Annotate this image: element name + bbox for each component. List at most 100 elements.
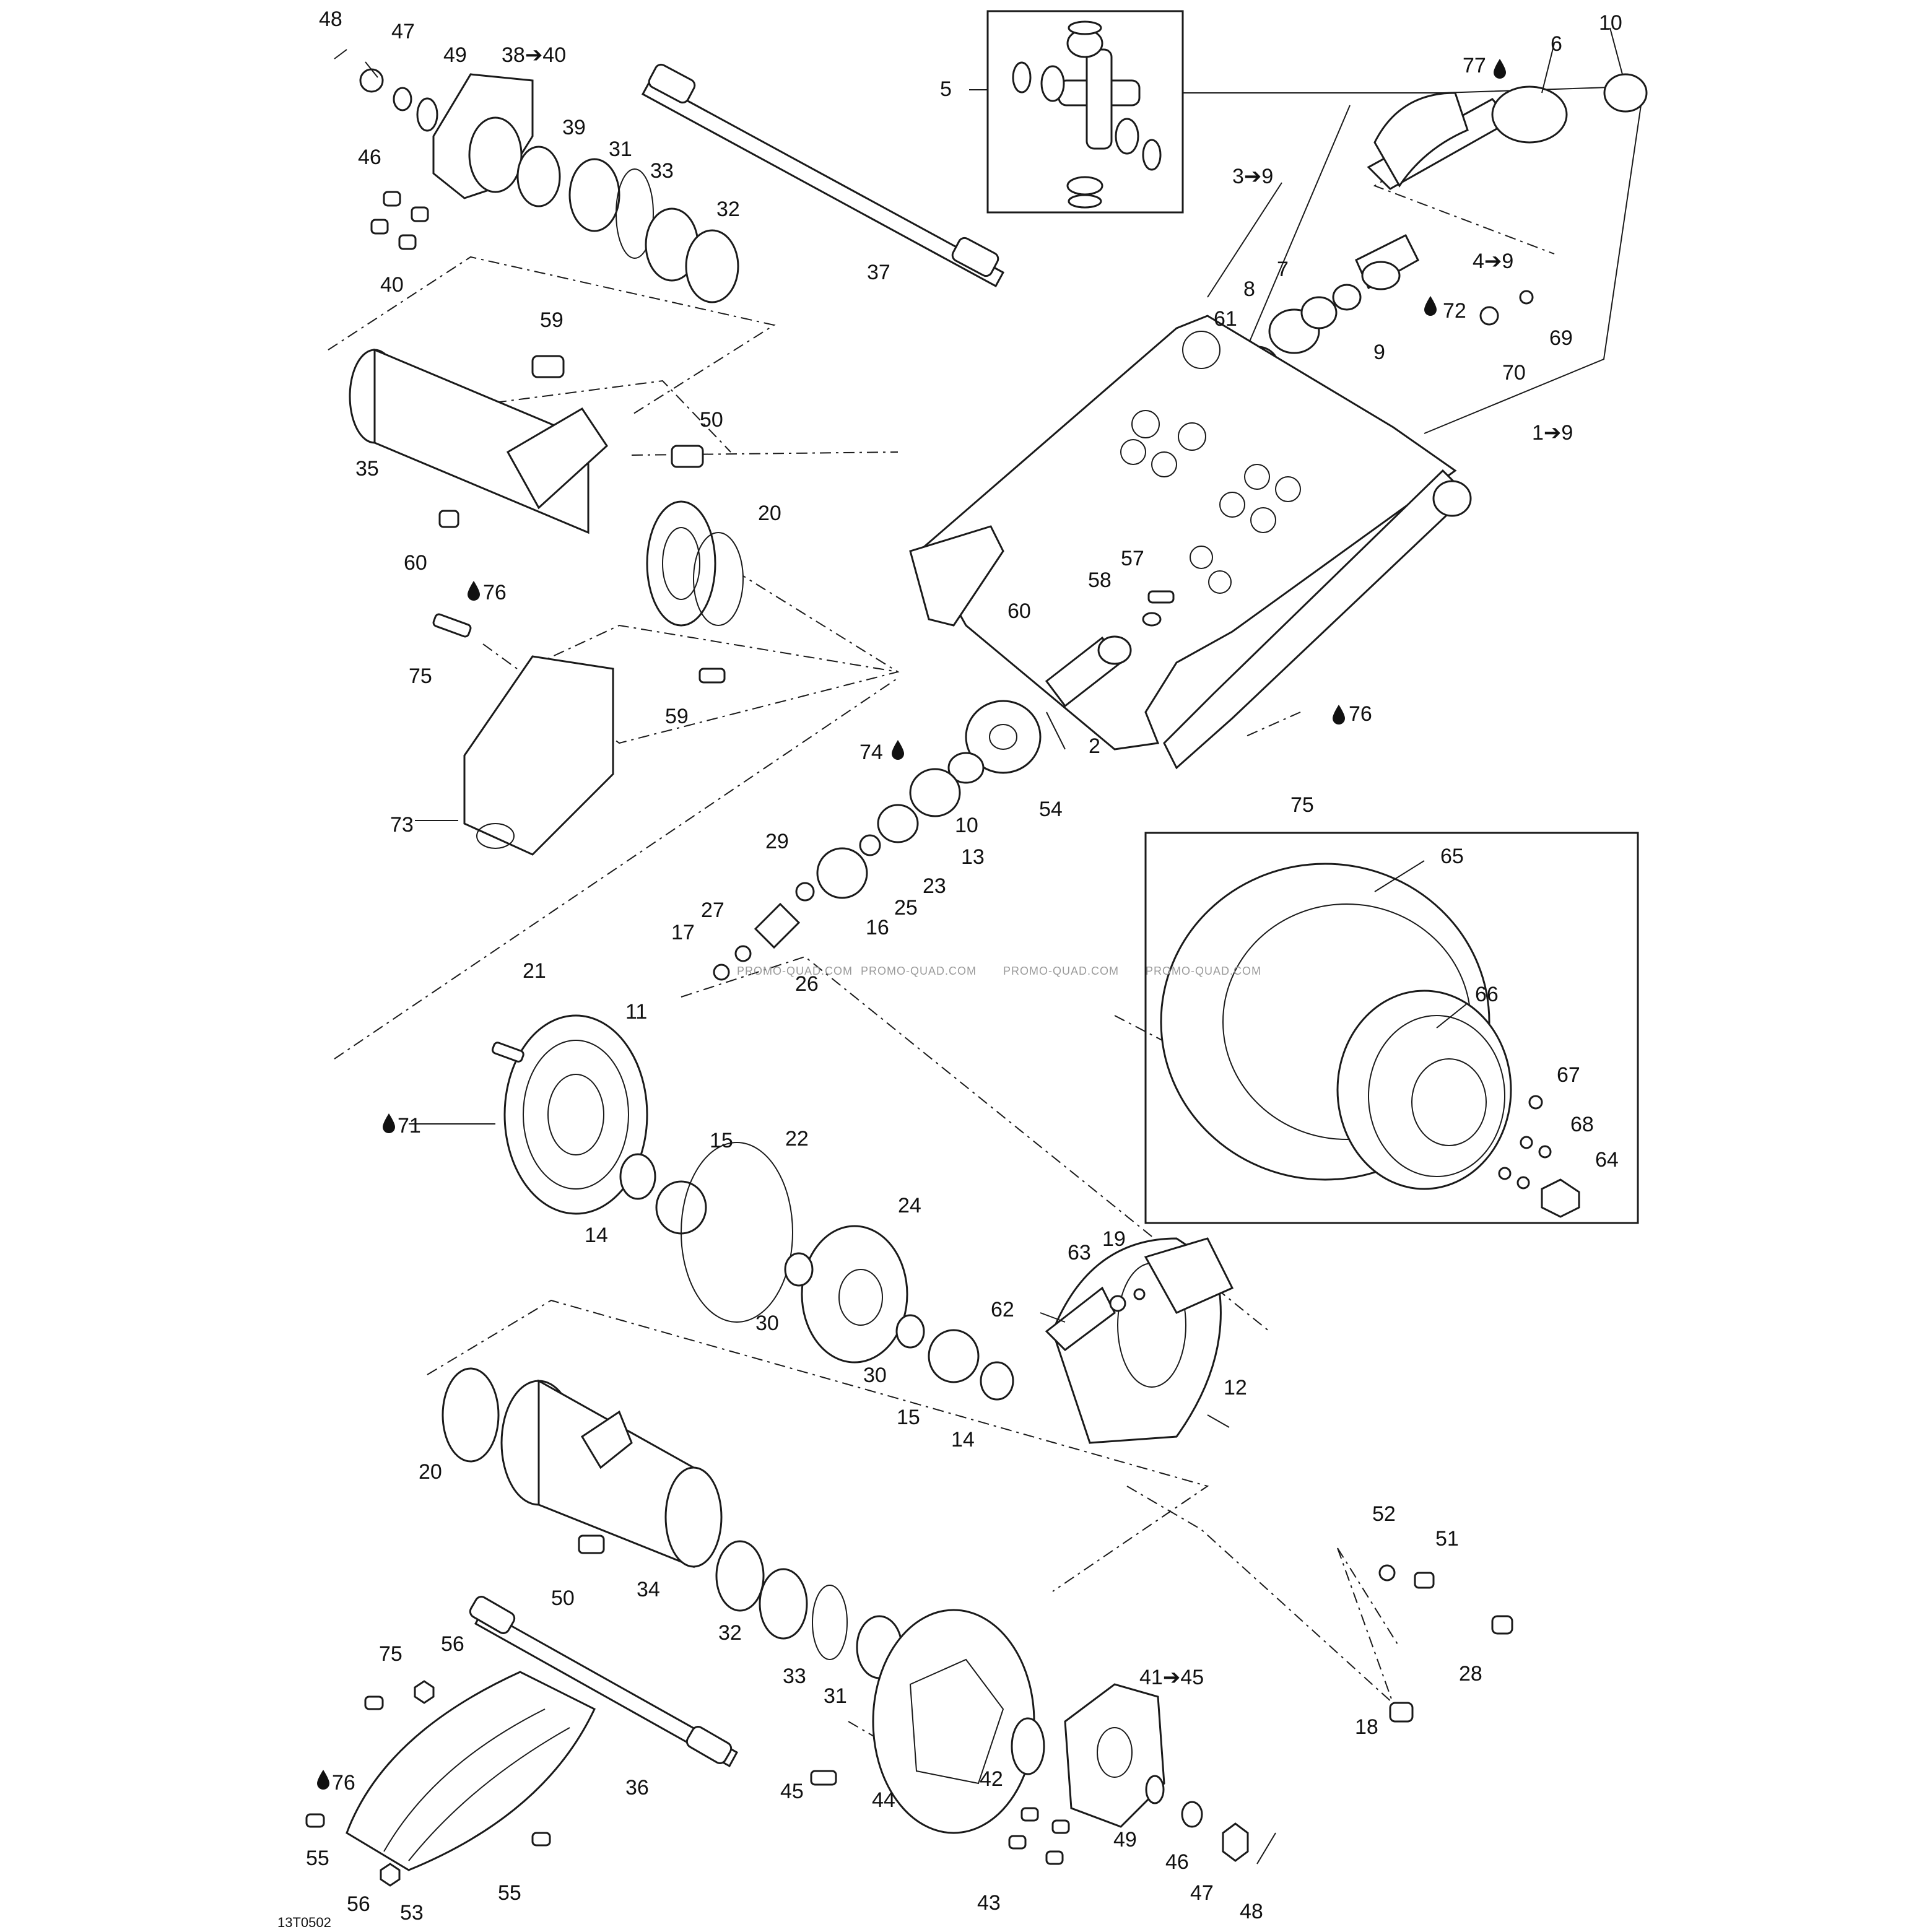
lower-bearings <box>715 1540 903 1679</box>
callout-9: 9 <box>1373 341 1385 364</box>
callout-50-low: 50 <box>551 1586 575 1610</box>
drop-icon <box>1494 59 1506 79</box>
callout-47-low: 47 <box>1190 1881 1214 1905</box>
callout-labels: 48 47 49 38➔40 46 39 31 33 32 40 37 5 77… <box>277 7 1622 1930</box>
callout-69: 69 <box>1549 326 1573 350</box>
callout-64: 64 <box>1595 1148 1619 1172</box>
callout-50-top: 50 <box>700 408 723 432</box>
callout-7: 7 <box>1277 258 1289 281</box>
callout-33-low: 33 <box>783 1664 806 1688</box>
lower-right-parts <box>1337 1547 1513 1723</box>
swing-arm <box>909 315 1472 770</box>
callout-12: 12 <box>1224 1376 1247 1399</box>
callout-29: 29 <box>765 830 789 853</box>
callout-41-45: 41➔45 <box>1139 1666 1204 1689</box>
callout-60-left: 60 <box>404 551 427 575</box>
differential-housing-12 <box>1045 1237 1234 1444</box>
callout-21: 21 <box>523 959 546 983</box>
callout-57: 57 <box>1121 547 1144 570</box>
callout-70: 70 <box>1502 361 1526 385</box>
leader-lines <box>365 27 1623 1428</box>
callout-14-top: 14 <box>585 1224 608 1247</box>
callout-20-low: 20 <box>419 1460 442 1484</box>
callout-14-mid: 14 <box>951 1428 975 1451</box>
callout-40: 40 <box>380 273 404 297</box>
callout-76-right: 76 <box>1349 702 1372 726</box>
callout-26: 26 <box>795 972 819 996</box>
callout-56-top: 56 <box>441 1632 464 1656</box>
callout-30-mid: 30 <box>863 1364 887 1387</box>
lubricant-drop-icons <box>317 59 1506 1790</box>
callout-76-low: 76 <box>332 1771 355 1795</box>
drop-icon <box>468 581 480 601</box>
callout-10-top: 10 <box>1599 11 1622 35</box>
callout-76-left: 76 <box>483 581 507 604</box>
callout-44: 44 <box>872 1788 895 1812</box>
axle-housing-34 <box>442 1367 723 1569</box>
callout-47: 47 <box>391 20 415 43</box>
drop-icon <box>1424 296 1437 316</box>
callout-45: 45 <box>780 1780 804 1803</box>
callout-1-9: 1➔9 <box>1532 421 1573 445</box>
callout-49: 49 <box>443 43 467 67</box>
callout-22: 22 <box>785 1127 809 1151</box>
callout-49-low: 49 <box>1113 1828 1137 1852</box>
callout-20-top: 20 <box>758 502 781 525</box>
upper-left-parts <box>334 49 739 303</box>
callout-75-left: 75 <box>409 664 432 688</box>
callout-61: 61 <box>1214 307 1237 331</box>
callout-19: 19 <box>1102 1227 1126 1251</box>
callout-15-mid: 15 <box>897 1406 920 1429</box>
callout-31: 31 <box>609 137 632 161</box>
callout-75-low: 75 <box>379 1642 402 1666</box>
callout-68: 68 <box>1570 1113 1594 1136</box>
callout-32-low: 32 <box>718 1621 742 1645</box>
drop-icon <box>1333 705 1345 724</box>
ring-gear-24 <box>784 1225 1014 1401</box>
callout-58: 58 <box>1088 568 1112 592</box>
axle-shaft-36 <box>469 1596 739 1768</box>
callout-17: 17 <box>671 921 695 944</box>
callout-28: 28 <box>1459 1662 1482 1686</box>
callout-38-40: 38➔40 <box>502 43 566 67</box>
callout-37: 37 <box>867 261 890 284</box>
callout-30-top: 30 <box>755 1312 779 1335</box>
callout-10-mid: 10 <box>955 814 978 837</box>
callout-66: 66 <box>1475 983 1499 1006</box>
drive-shaft-assembly <box>1235 73 1648 434</box>
callout-13: 13 <box>961 845 985 869</box>
callout-65: 65 <box>1440 845 1464 868</box>
callout-32: 32 <box>716 198 740 221</box>
callout-54: 54 <box>1039 798 1063 821</box>
callout-5: 5 <box>940 77 952 101</box>
callout-77: 77 <box>1463 54 1486 77</box>
diagram-code: 13T0502 <box>277 1915 331 1930</box>
drop-icon <box>383 1113 395 1133</box>
wheel-inset-box <box>1144 832 1639 1224</box>
callout-2: 2 <box>1089 734 1100 758</box>
axle-shaft-37 <box>641 63 1005 288</box>
callout-36: 36 <box>625 1776 649 1799</box>
pinion-parts <box>713 590 1175 981</box>
axle-housing-35 <box>349 348 744 627</box>
callout-31-low: 31 <box>824 1684 847 1708</box>
callout-8: 8 <box>1243 277 1255 301</box>
callout-16: 16 <box>866 916 889 939</box>
callout-46-low: 46 <box>1165 1850 1189 1874</box>
callout-71: 71 <box>398 1114 421 1138</box>
callout-34: 34 <box>637 1578 660 1601</box>
callout-60-mid: 60 <box>1007 599 1031 623</box>
callout-25: 25 <box>894 896 918 920</box>
callout-52: 52 <box>1372 1502 1396 1526</box>
callout-39: 39 <box>562 116 586 139</box>
assembly-guide-lines <box>328 148 1555 1765</box>
callout-62: 62 <box>991 1298 1014 1321</box>
callout-3-9: 3➔9 <box>1232 165 1273 188</box>
callout-24: 24 <box>898 1194 921 1217</box>
drop-icon <box>317 1770 329 1790</box>
skid-plate-53 <box>305 1671 596 1887</box>
watermarks: PROMO-QUAD.COM PROMO-QUAD.COM PROMO-QUAD… <box>737 965 1261 977</box>
watermark-1: PROMO-QUAD.COM <box>737 965 853 977</box>
watermark-4: PROMO-QUAD.COM <box>1146 965 1261 977</box>
